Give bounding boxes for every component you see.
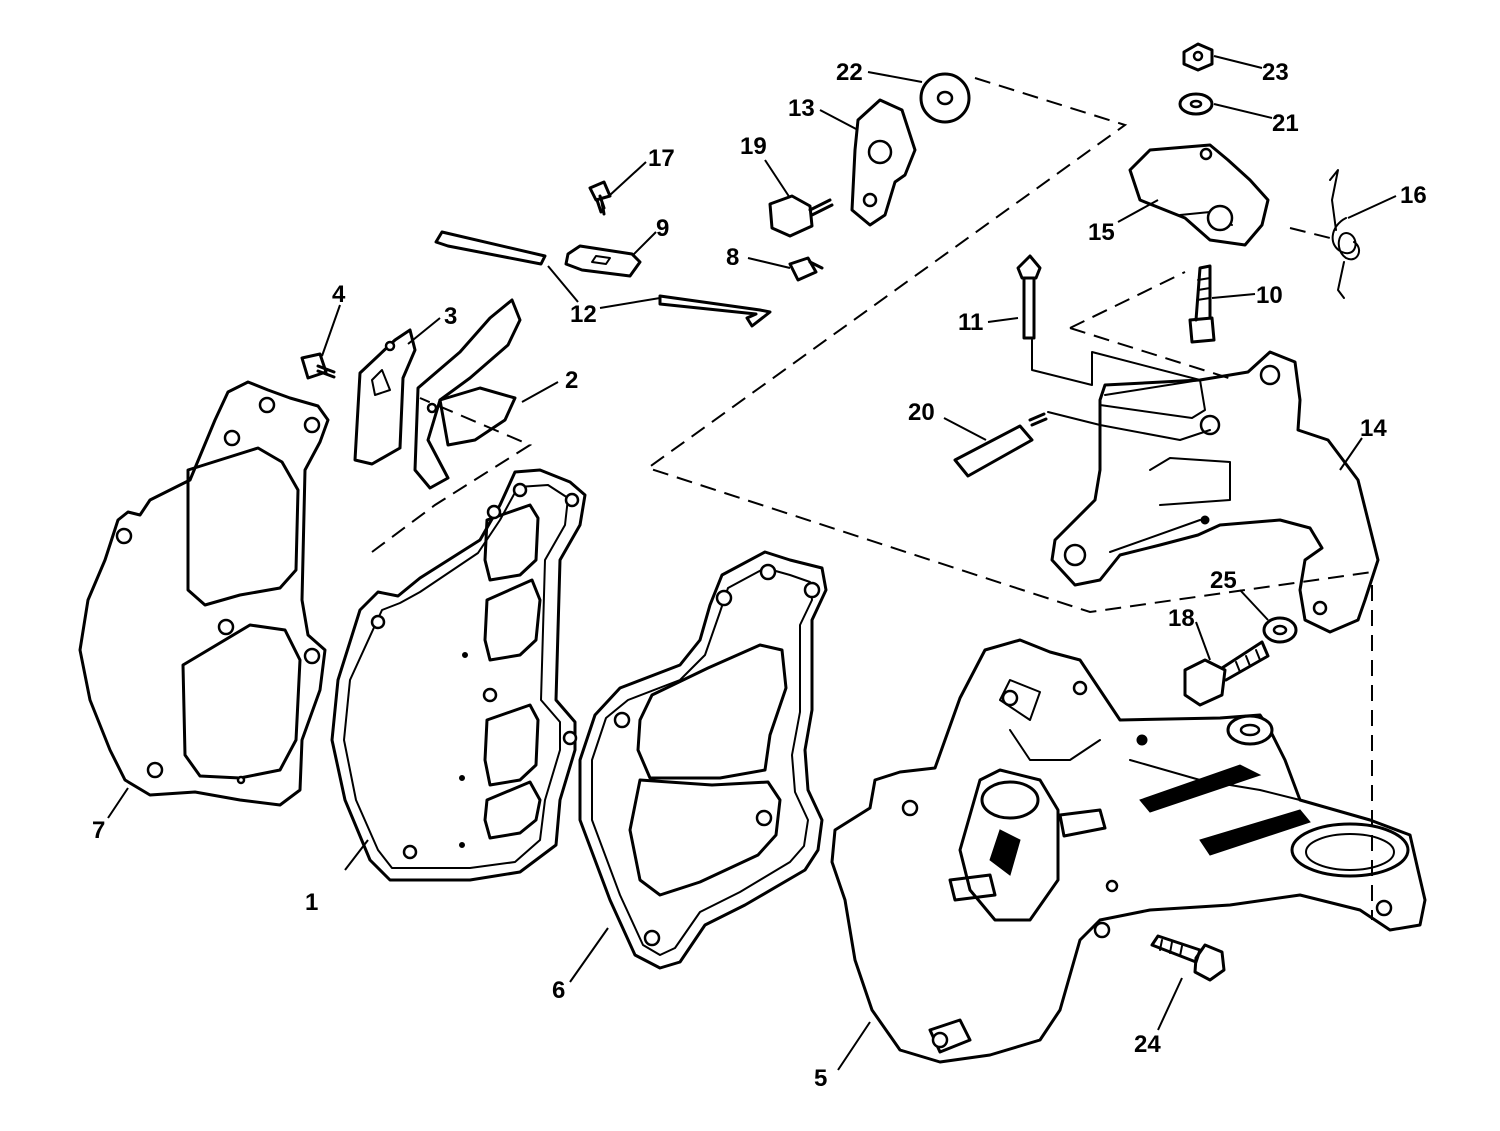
part-4-screw bbox=[300, 352, 336, 380]
part-22-washer bbox=[919, 72, 971, 124]
part-13-bracket bbox=[850, 98, 917, 227]
part-21-washer bbox=[1178, 92, 1214, 116]
part-5-housing bbox=[830, 638, 1427, 1064]
assembly-lines bbox=[371, 77, 1373, 920]
callout-20: 20 bbox=[908, 399, 935, 426]
part-14-housing bbox=[1050, 350, 1380, 634]
callout-7: 7 bbox=[92, 817, 105, 844]
callout-13: 13 bbox=[788, 95, 815, 122]
callout-24: 24 bbox=[1134, 1031, 1161, 1058]
callout-23: 23 bbox=[1262, 59, 1289, 86]
part-9-clip bbox=[564, 244, 642, 278]
part-2-gasket bbox=[413, 298, 522, 490]
part-16-spring bbox=[1329, 169, 1361, 299]
callout-25: 25 bbox=[1210, 567, 1237, 594]
part-25-washer bbox=[1262, 616, 1298, 644]
part-12-rods bbox=[434, 230, 772, 328]
part-24-bolt bbox=[1150, 934, 1226, 982]
callout-9: 9 bbox=[656, 215, 669, 242]
part-1-plate bbox=[330, 468, 587, 882]
callout-17: 17 bbox=[648, 145, 675, 172]
part-23-nut bbox=[1182, 42, 1214, 72]
part-17-screw bbox=[588, 180, 612, 216]
callout-1: 1 bbox=[305, 889, 318, 916]
callout-18: 18 bbox=[1168, 605, 1195, 632]
callout-19: 19 bbox=[740, 133, 767, 160]
callouts: 1 2 3 4 5 6 7 8 9 10 11 12 13 14 15 16 1… bbox=[92, 59, 1427, 1092]
part-3-plate bbox=[353, 328, 417, 466]
part-7-gasket bbox=[78, 380, 330, 807]
callout-5: 5 bbox=[814, 1065, 827, 1092]
part-15-arm bbox=[1128, 143, 1270, 247]
callout-22: 22 bbox=[836, 59, 863, 86]
callout-14: 14 bbox=[1360, 415, 1387, 442]
leader-lines bbox=[107, 55, 1397, 1071]
part-8-fitting bbox=[788, 256, 824, 282]
callout-11: 11 bbox=[958, 309, 983, 336]
part-20-pin bbox=[953, 412, 1048, 478]
part-11-pin bbox=[1016, 254, 1042, 340]
callout-4: 4 bbox=[332, 281, 346, 308]
part-6-gasket bbox=[578, 550, 828, 970]
callout-12: 12 bbox=[570, 301, 597, 328]
part-10-bolt bbox=[1188, 264, 1216, 344]
callout-16: 16 bbox=[1400, 182, 1427, 209]
callout-6: 6 bbox=[552, 977, 565, 1004]
part-18-bolt bbox=[1183, 640, 1270, 707]
callout-3: 3 bbox=[444, 303, 457, 330]
callout-15: 15 bbox=[1088, 219, 1115, 246]
callout-8: 8 bbox=[726, 244, 739, 271]
callout-2: 2 bbox=[565, 367, 578, 394]
callout-10: 10 bbox=[1256, 282, 1283, 309]
part-19-bolt bbox=[768, 194, 834, 238]
callout-21: 21 bbox=[1272, 110, 1299, 137]
